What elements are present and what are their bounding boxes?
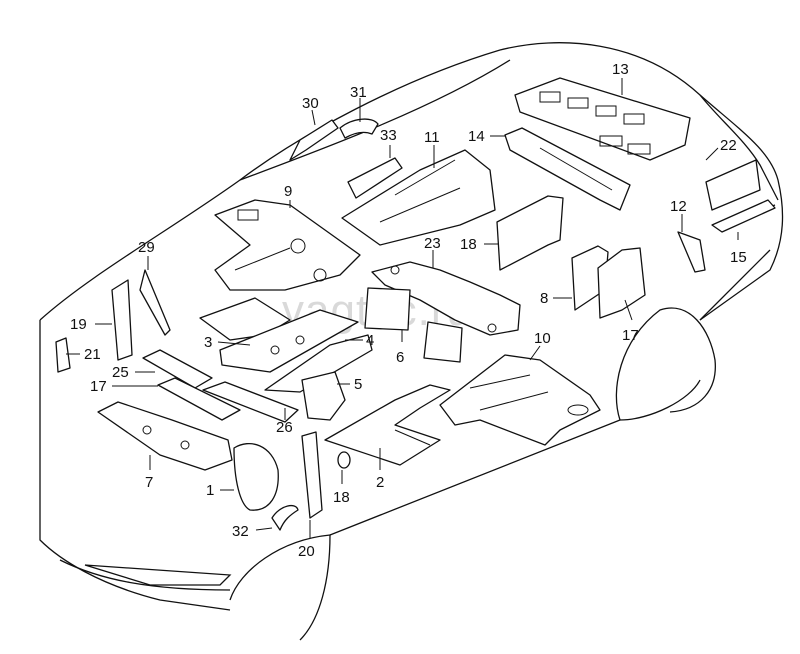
callout-17-right: 17 [622, 327, 639, 344]
part-19 [111, 279, 133, 361]
callout-21: 21 [84, 346, 101, 363]
callout-31: 31 [350, 84, 367, 101]
part-18-lower [337, 451, 351, 469]
callout-4: 4 [366, 332, 374, 349]
part-12 [677, 231, 706, 273]
part-23 [371, 261, 521, 336]
callout-5: 5 [354, 376, 362, 393]
leader-lines [66, 78, 739, 538]
part-30 [289, 119, 339, 161]
part-22 [705, 159, 761, 211]
part-11 [341, 149, 496, 246]
callout-10: 10 [534, 330, 551, 347]
callout-17-left: 17 [90, 378, 107, 395]
callout-30: 30 [302, 95, 319, 112]
callout-19: 19 [70, 316, 87, 333]
callout-7: 7 [145, 474, 153, 491]
callout-23: 23 [424, 235, 441, 252]
callout-8: 8 [540, 290, 548, 307]
callout-12: 12 [670, 198, 687, 215]
part-5 [301, 371, 346, 421]
callout-22: 22 [720, 137, 737, 154]
callout-29: 29 [138, 239, 155, 256]
callout-15: 15 [730, 249, 747, 266]
part-26 [202, 381, 299, 423]
part-17-right [597, 247, 646, 319]
callout-32: 32 [232, 523, 249, 540]
part-20 [301, 431, 323, 519]
part-14 [504, 127, 631, 211]
callout-11: 11 [424, 129, 440, 146]
callout-25: 25 [112, 364, 129, 381]
part-10 [439, 354, 601, 446]
part-33 [347, 157, 403, 199]
callout-2: 2 [376, 474, 384, 491]
part-6 [364, 287, 463, 363]
callout-20: 20 [298, 543, 315, 560]
part-7 [97, 401, 233, 471]
callout-18-upper: 18 [460, 236, 477, 253]
callout-labels: 30 31 33 13 11 14 22 9 29 23 18 12 15 19… [70, 61, 747, 560]
callout-18-lower: 18 [333, 489, 350, 506]
part-9 [214, 199, 361, 291]
callout-26: 26 [276, 419, 293, 436]
part-13 [514, 77, 691, 161]
callout-33: 33 [380, 127, 397, 144]
callout-3: 3 [204, 334, 212, 351]
part-32 [271, 504, 299, 531]
part-18-upper [496, 195, 564, 271]
part-29 [139, 269, 171, 336]
part-1 [233, 443, 279, 511]
part-25 [142, 349, 213, 389]
callout-6: 6 [396, 349, 404, 366]
part-15 [711, 199, 776, 233]
callout-9: 9 [284, 183, 292, 200]
part-17-left [157, 377, 241, 421]
part-21 [55, 337, 71, 373]
part-4 [264, 334, 373, 393]
callout-1: 1 [206, 482, 214, 499]
part-31 [339, 118, 379, 139]
part-3 [199, 297, 359, 373]
callout-14: 14 [468, 128, 485, 145]
part-2 [324, 384, 451, 466]
callout-13: 13 [612, 61, 629, 78]
